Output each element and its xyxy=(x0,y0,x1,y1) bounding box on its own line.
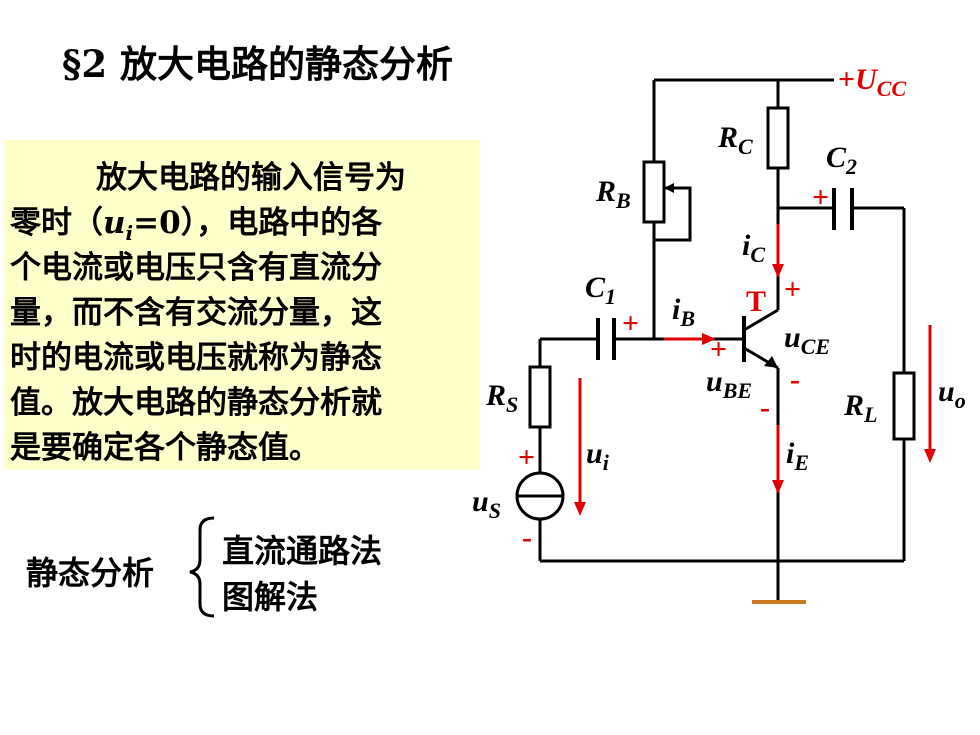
c2-plus: + xyxy=(812,181,830,214)
brace-icon xyxy=(189,516,215,618)
ube-minus: - xyxy=(760,391,770,424)
paragraph-line: 零时（ui=0），电路中的各 xyxy=(10,205,383,246)
paragraph-line: 值。放大电路的静态分析就 xyxy=(10,385,382,421)
ube-label: uBE xyxy=(706,365,753,403)
paragraph-line: 个电流或电压只含有直流分 xyxy=(10,250,382,286)
ui-label: ui xyxy=(586,437,609,475)
paragraph-line: 量，而不含有交流分量，这 xyxy=(10,295,382,331)
uce-label: uCE xyxy=(784,321,831,359)
method-dc-path: 直流通路法 xyxy=(222,532,383,570)
paragraph-line: 时的电流或电压就称为静态 xyxy=(10,340,382,376)
rc-label: RC xyxy=(718,121,753,159)
paragraph-line: 是要确定各个静态值。 xyxy=(10,430,320,466)
uce-minus: - xyxy=(790,363,800,396)
resistor-rc xyxy=(766,106,790,170)
c1-plus: + xyxy=(622,307,640,340)
uce-plus: + xyxy=(784,273,802,306)
rs-label: RS xyxy=(486,379,519,417)
ic-label: iC xyxy=(742,229,766,267)
ie-label: iE xyxy=(786,437,810,475)
us-minus: - xyxy=(522,521,532,554)
us-plus: + xyxy=(518,441,536,474)
emitter-arrow-icon xyxy=(764,356,778,368)
static-analysis-label: 静态分析 xyxy=(26,554,155,592)
resistor-rs xyxy=(528,365,552,429)
paragraph-line: 放大电路的输入信号为 xyxy=(96,160,406,196)
rb-label: RB xyxy=(596,175,631,213)
rl-label: RL xyxy=(844,389,878,427)
c2-label: C2 xyxy=(826,141,858,179)
rb-wiper xyxy=(654,186,692,242)
us-label: uS xyxy=(472,485,501,523)
c1-label: C1 xyxy=(585,271,617,309)
uo-label: uo xyxy=(938,375,966,413)
vcc-label: +UCC xyxy=(838,63,907,101)
resistor-rb xyxy=(642,160,666,224)
method-graphical: 图解法 xyxy=(222,578,319,616)
explanation-box: 放大电路的输入信号为 零时（ui=0），电路中的各 个电流或电压只含有直流分 量… xyxy=(4,140,480,470)
page-title: §2 放大电路的静态分析 xyxy=(62,42,453,86)
transistor-label: T xyxy=(746,285,767,318)
ib-label: iB xyxy=(672,293,696,331)
resistor-rl xyxy=(892,371,916,441)
ube-plus: + xyxy=(710,333,728,366)
